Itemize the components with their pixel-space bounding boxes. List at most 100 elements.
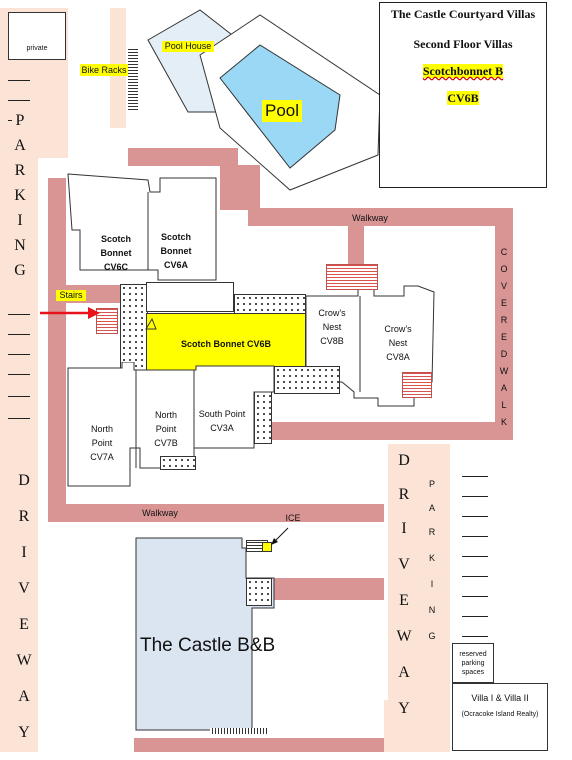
parking-right-letter: G [428, 631, 436, 641]
walkway-mid-connector [348, 225, 364, 265]
breezeway-right [274, 366, 340, 394]
title-line-2: Second Floor Villas [413, 37, 513, 51]
parking-line [8, 100, 30, 101]
unit-cv8b-label: Crow’s Nest CV8B [318, 308, 346, 346]
unit-cv6b[interactable] [146, 313, 306, 373]
walkway-top-right [220, 165, 260, 210]
parking-right-letter: P [428, 479, 435, 489]
unit-cv3a-label: South Point CV3A [198, 409, 246, 433]
villa-box [452, 683, 548, 751]
parking-line [8, 354, 30, 355]
parking-right-letter: N [428, 605, 436, 615]
private-parking-box [8, 12, 66, 60]
breezeway-bottom [160, 456, 196, 470]
driveway-right-letter: V [398, 556, 410, 573]
covered-walk-letter: A [500, 383, 507, 393]
breezeway-top [234, 294, 306, 314]
unit-cv6b-label: Scotch Bonnet CV6B [180, 339, 271, 349]
pool-label: Pool [262, 100, 302, 122]
building-upper-strip [146, 282, 234, 312]
driveway-left-letter: Y [18, 724, 30, 741]
driveway-right-letter: D [398, 452, 410, 469]
right-driveway-bottom [384, 700, 390, 752]
parking-line [8, 120, 12, 121]
driveway-left-letter: I [21, 544, 27, 561]
parking-left-letter: G [14, 262, 26, 279]
walkway-castle-bottom [134, 738, 384, 752]
covered-walk-letter: E [500, 298, 507, 308]
parking-left-letter: I [17, 212, 23, 229]
driveway-right-letter: I [401, 520, 407, 537]
unit-cv6c-label: Scotch Bonnet CV6C [100, 234, 132, 272]
unit-cv7b-label: North Point CV7B [154, 410, 178, 448]
parking-line [8, 396, 30, 397]
covered-walk-letter: L [501, 400, 507, 410]
title-line-3: Scotchbonnet B [379, 64, 547, 78]
castle-dotted-area [246, 578, 272, 606]
parking-line [8, 334, 30, 335]
parking-line [462, 596, 488, 597]
breezeway-right-down [254, 386, 272, 444]
walkway-left [48, 178, 66, 520]
reserved-parking-box [452, 643, 494, 683]
parking-line [8, 80, 30, 81]
parking-line [8, 418, 30, 419]
title-line-1: The Castle Courtyard Villas [390, 7, 536, 21]
stairs-right [326, 264, 378, 290]
stairs-label: Stairs [56, 290, 86, 301]
walkway-castle-connector [270, 578, 384, 600]
walkway-inner-bottom [270, 422, 513, 440]
castle-porch [210, 728, 268, 734]
driveway-right-letter: A [398, 664, 410, 681]
parking-right-letter: K [428, 553, 435, 563]
pool-house-label: Pool House [162, 41, 214, 52]
walkway-bottom-label: Walkway [142, 508, 178, 518]
triangle-marker-icon [145, 317, 157, 330]
title-line-3-text: Scotchbonnet B [422, 64, 504, 78]
villa-realty-label: (Ocracoke Island Realty) [461, 711, 539, 718]
unit-cv6a-label: Scotch Bonnet CV6A [160, 232, 192, 270]
private-label: private [26, 45, 48, 52]
parking-line [462, 556, 488, 557]
driveway-right-letter: R [398, 486, 410, 503]
driveway-left-letter: V [18, 580, 30, 597]
title-line-4: CV6B [379, 91, 547, 105]
scotch-bonnet-building [67, 173, 217, 281]
reserved-parking-label: reserved parking spaces [459, 651, 487, 676]
driveway-left-letter: D [18, 472, 30, 489]
covered-walk-letter: D [500, 349, 508, 359]
castle-label: The Castle B&B [140, 635, 276, 656]
parking-line [462, 576, 488, 577]
parking-line [462, 496, 488, 497]
parking-left-letter: P [15, 112, 25, 129]
parking-line [462, 516, 488, 517]
covered-walk-letter: O [500, 264, 508, 274]
covered-walk-letter: R [500, 315, 508, 325]
covered-walk-letter: E [500, 332, 507, 342]
stairs-left [96, 308, 118, 334]
parking-left-letter: K [14, 187, 26, 204]
walkway-top-diagonal [128, 148, 238, 166]
covered-walk-letter: K [500, 417, 507, 427]
parking-line [8, 314, 30, 315]
covered-walk-letter: V [500, 281, 507, 291]
parking-line [462, 536, 488, 537]
walkway-bottom [48, 504, 384, 522]
walkway-right [495, 208, 513, 440]
parking-left-letter: R [14, 162, 26, 179]
unit-cv7a-label: North Point CV7A [90, 424, 114, 462]
driveway-left-letter: A [18, 688, 30, 705]
ice-box [262, 542, 272, 552]
villa-label: Villa I & Villa II [471, 693, 529, 703]
parking-line [462, 636, 488, 637]
parking-line [462, 616, 488, 617]
walkway-top [248, 208, 513, 226]
parking-line [8, 374, 30, 375]
ice-label: ICE [285, 513, 301, 523]
driveway-right-letter: E [399, 592, 409, 609]
parking-left-letter: A [14, 137, 26, 154]
covered-walk-letter: C [500, 247, 508, 257]
driveway-left-letter: R [18, 508, 30, 525]
parking-right-letter: A [428, 503, 435, 513]
driveway-left-letter: W [16, 652, 32, 669]
